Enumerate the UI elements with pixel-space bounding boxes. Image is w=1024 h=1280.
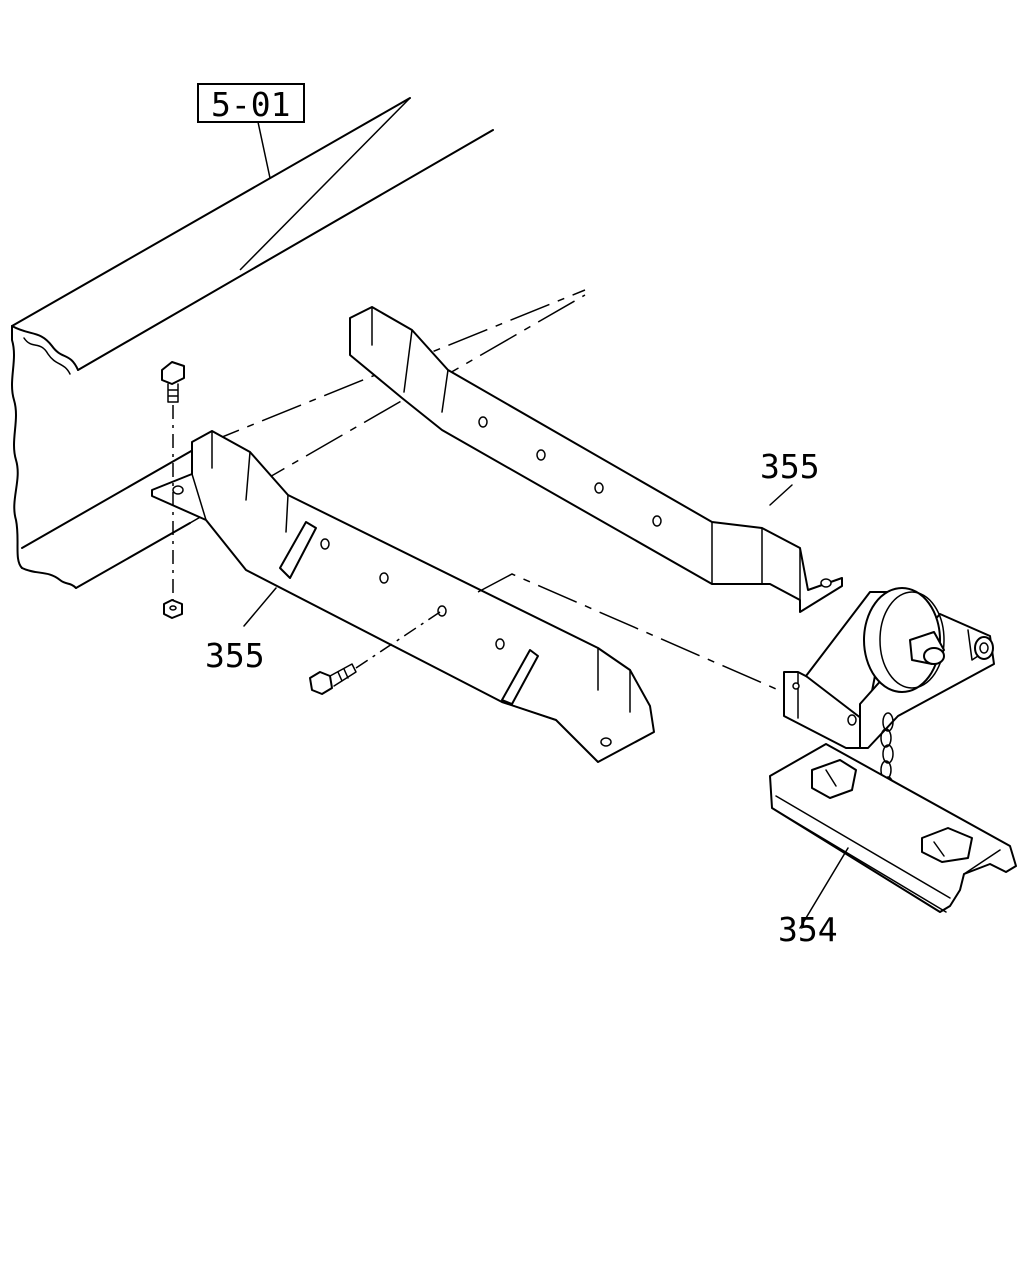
bracket-hole — [536, 449, 546, 461]
bracket-hole — [478, 416, 488, 428]
bracket-hole — [172, 485, 184, 495]
bracket-gusset — [279, 521, 317, 579]
carrier-cutout — [921, 827, 973, 863]
hoist-housing — [859, 613, 995, 749]
bracket-hole — [820, 578, 832, 588]
front-bracket-355: 355 — [151, 430, 655, 763]
bracket-gusset — [501, 649, 539, 705]
tire-carrier-leader — [799, 847, 849, 929]
bracket-hole — [594, 482, 604, 494]
vertical-bolt — [161, 361, 185, 619]
rear-bracket-leader — [769, 484, 793, 506]
front-bracket-label: 355 — [205, 636, 265, 675]
horizontal-bolt — [309, 611, 441, 695]
frame-reference-label: 5-01 — [211, 85, 290, 124]
bracket-hole — [600, 737, 612, 747]
rear-bracket-355: 355 — [349, 306, 843, 613]
hoist-drum — [863, 587, 941, 693]
bracket-hole — [379, 572, 389, 584]
frame-reference-leader — [257, 121, 271, 179]
reference-box — [197, 83, 305, 123]
bracket-hole — [652, 515, 662, 527]
bolt-head — [161, 361, 185, 385]
tire-carrier-354: 354 — [769, 743, 1017, 949]
spare-tire-hoist — [783, 587, 995, 749]
frame-reference-callout: 5-01 — [197, 83, 305, 179]
alignment-centerline — [477, 573, 853, 723]
front-bracket-leader — [243, 587, 277, 627]
tire-carrier-label: 354 — [778, 910, 838, 949]
bolt-head — [309, 671, 333, 695]
bracket-hole — [320, 538, 330, 550]
bracket-hole — [437, 605, 447, 617]
rear-bracket-label: 355 — [760, 447, 820, 486]
bracket-hole — [495, 638, 505, 650]
carrier-cutout — [811, 759, 857, 799]
